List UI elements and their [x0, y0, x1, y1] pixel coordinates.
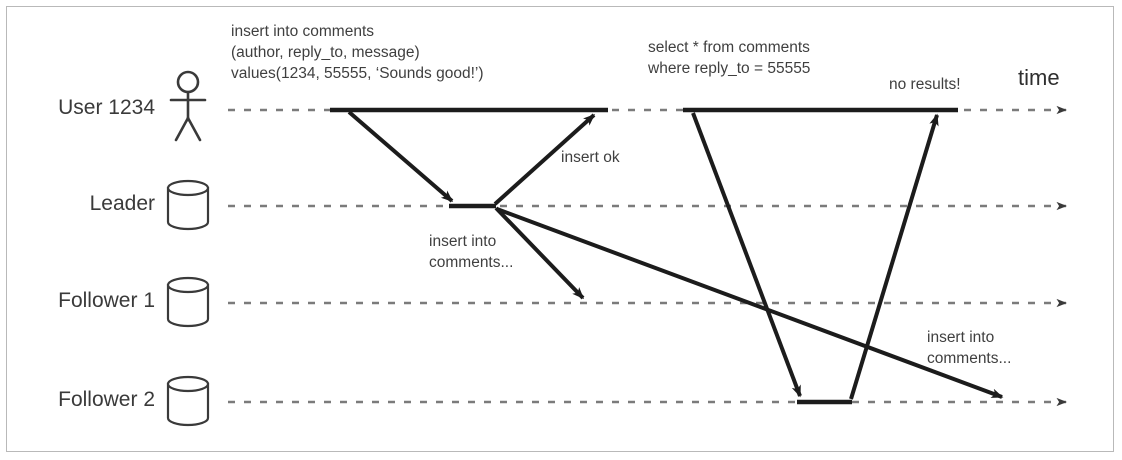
message-label-select-line1: select * from comments	[648, 39, 810, 56]
stick-figure-icon	[169, 70, 207, 142]
actor-label-follower1: Follower 1	[58, 289, 155, 312]
database-cylinder-icon-leader	[166, 179, 210, 231]
message-label-insert-line3: values(1234, 55555, ‘Sounds good!’)	[231, 65, 484, 82]
actor-label-follower2: Follower 2	[58, 388, 155, 411]
time-axis-label: time	[1018, 65, 1060, 90]
message-label-no-results: no results!	[889, 76, 961, 93]
arrow-insert-ok	[493, 113, 596, 206]
message-label-insert-ok: insert ok	[561, 149, 620, 166]
arrow-replicate-follower2	[496, 207, 1004, 399]
arrow-insert-request	[347, 110, 454, 203]
database-cylinder-icon-follower2	[166, 375, 210, 427]
database-cylinder-icon-follower1	[166, 276, 210, 328]
message-label-select-line2: where reply_to = 55555	[648, 60, 811, 77]
actor-label-leader: Leader	[89, 192, 155, 215]
message-label-replicate2-line2: comments...	[927, 350, 1012, 367]
arrow-replicate-follower1	[494, 206, 585, 300]
message-label-replicate1-line2: comments...	[429, 254, 514, 271]
arrow-no-results	[849, 113, 939, 400]
message-label-replicate2-line1: insert into	[927, 329, 995, 346]
arrow-select-query	[691, 112, 802, 398]
message-label-insert-line2: (author, reply_to, message)	[231, 44, 420, 61]
message-label-replicate1-line1: insert into	[429, 233, 497, 250]
message-label-insert-line1: insert into comments	[231, 23, 374, 40]
actor-label-user: User 1234	[58, 96, 155, 119]
